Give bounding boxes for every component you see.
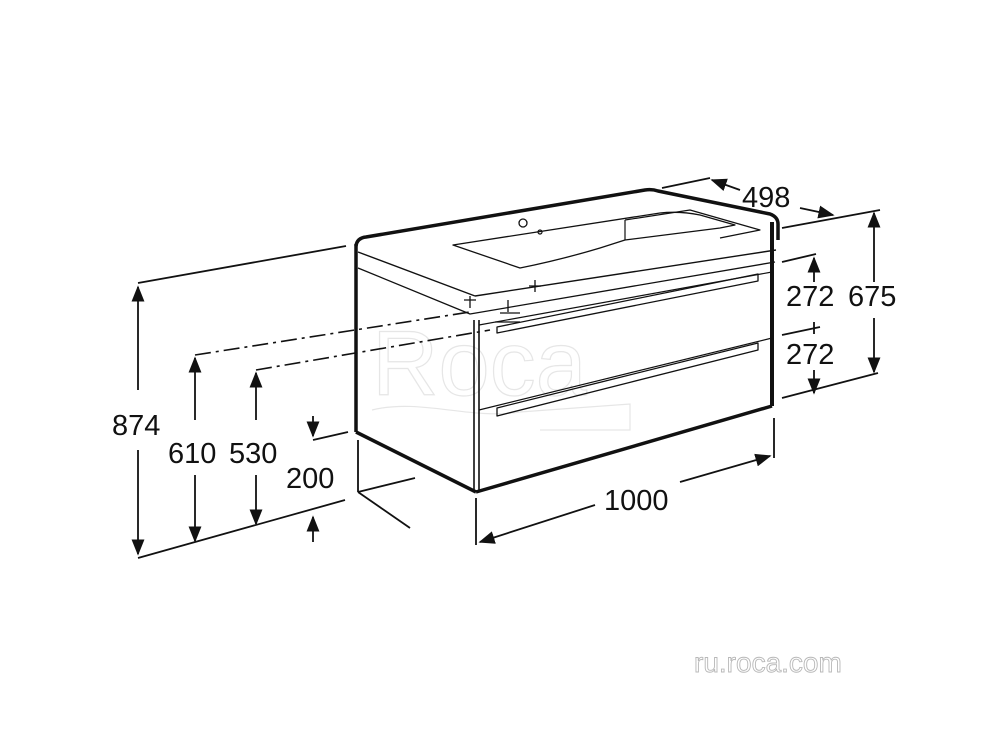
dim-cabinet-height: 675 [848, 281, 896, 313]
basin-outline [452, 211, 736, 269]
fixing-marks [464, 280, 541, 323]
dim-floor-clearance: 200 [286, 463, 334, 495]
dim-498-arrow-left [710, 178, 741, 192]
dim-drain-610: 610 [168, 438, 216, 470]
overflow-hole [537, 229, 543, 235]
drawer-divider [478, 337, 773, 411]
basin-shelf [624, 209, 761, 240]
cabinet-bottom-left [355, 430, 477, 494]
tap-hole [518, 218, 528, 228]
dimension-lines [131, 177, 881, 559]
dim-498-arrow-right [799, 205, 835, 219]
dim-1000-arrow-left [478, 504, 596, 544]
cabinet-front-edge [473, 320, 480, 492]
dimension-labels: 874 610 530 200 1000 498 675 272 272 [112, 182, 896, 517]
countertop-top-edge [357, 249, 777, 297]
vanity-unit [354, 187, 780, 494]
dim-total-height: 874 [112, 410, 160, 442]
dim-drain-530: 530 [229, 438, 277, 470]
svg-text:Roca: Roca [372, 313, 588, 415]
drawer-handle-bottom [496, 342, 759, 417]
dim-depth: 498 [742, 182, 790, 214]
dim-drawer-bottom: 272 [786, 339, 834, 371]
drawer-handle-top [496, 273, 759, 334]
countertop-outline [354, 187, 780, 247]
roca-url-watermark: ru.roca.com [694, 647, 842, 678]
cabinet-bottom-front [475, 404, 773, 494]
dim-width: 1000 [604, 485, 669, 517]
dim-1000-arrow-right [679, 453, 772, 483]
dim-drawer-top: 272 [786, 281, 834, 313]
roca-watermark-logo: Roca [371, 312, 631, 431]
